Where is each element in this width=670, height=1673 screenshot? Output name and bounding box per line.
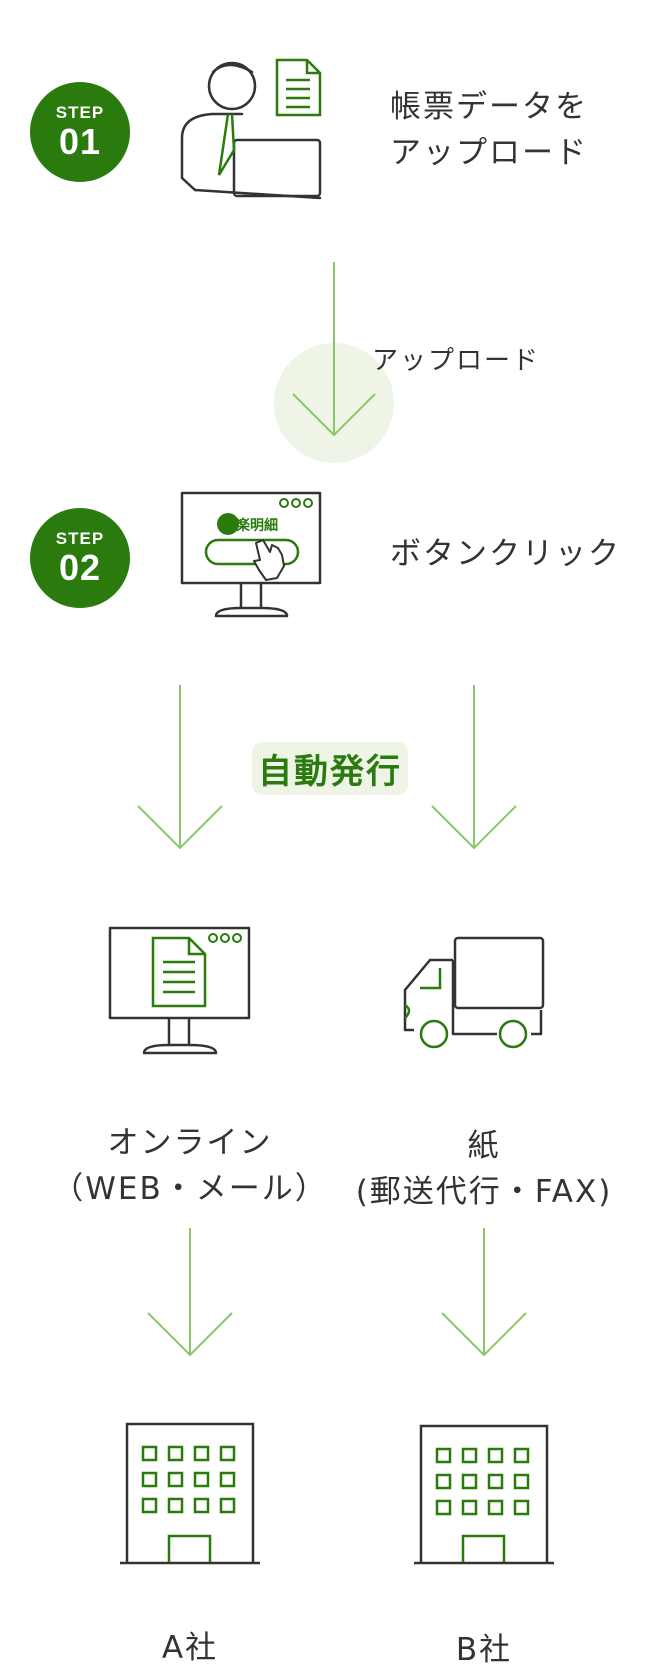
company-a-label: A社 [161, 1630, 219, 1666]
window-dots-icon [208, 933, 242, 943]
step-01-text-line1: 帳票データを [390, 89, 588, 125]
monitor-icon [180, 491, 322, 618]
person-laptop-icon [180, 61, 322, 200]
window-dots-icon [279, 498, 313, 508]
step-label: STEP [55, 529, 105, 548]
building-icon-b [414, 1424, 554, 1565]
down-arrow-icon [137, 685, 223, 850]
action-button-shape [204, 538, 300, 566]
down-arrow-icon [292, 262, 376, 437]
document-icon [275, 58, 322, 117]
app-logo-icon [217, 513, 239, 535]
tie-icon [217, 113, 236, 176]
building-icon-a [120, 1422, 260, 1565]
upload-arrow-label: アップロード [372, 346, 541, 376]
step-number: 02 [58, 547, 102, 588]
step-badge-02: STEP 02 [30, 508, 130, 608]
document-icon [151, 936, 207, 1008]
branch-online-label: オンライン （WEB・メール） [40, 1120, 340, 1212]
step-01-text: 帳票データを アップロード [390, 84, 588, 176]
step-label: STEP [55, 103, 105, 122]
step-number: 01 [58, 121, 102, 162]
step-02-text: ボタンクリック [390, 536, 621, 572]
branch-online-line1: オンライン [107, 1125, 273, 1161]
step-01-text-line2: アップロード [390, 135, 588, 171]
down-arrow-icon [147, 1228, 233, 1357]
auto-issue-label: 自動発行 [252, 742, 408, 795]
branch-paper-line1: 紙 [467, 1128, 501, 1164]
hand-pointer-icon [253, 539, 285, 581]
monitor-icon [108, 926, 251, 1055]
branch-online-line2: （WEB・メール） [52, 1171, 328, 1207]
down-arrow-icon [441, 1228, 527, 1357]
app-logo-text: 楽楽明細 [222, 518, 278, 534]
truck-detail-icon [404, 968, 528, 1049]
branch-paper-line2: (郵送代行・FAX) [355, 1174, 613, 1210]
company-b-label: B社 [455, 1632, 513, 1668]
step-badge-01: STEP 01 [30, 82, 130, 182]
branch-paper-label: 紙 (郵送代行・FAX) [334, 1123, 634, 1215]
truck-icon [403, 936, 545, 1036]
down-arrow-icon [431, 685, 517, 850]
